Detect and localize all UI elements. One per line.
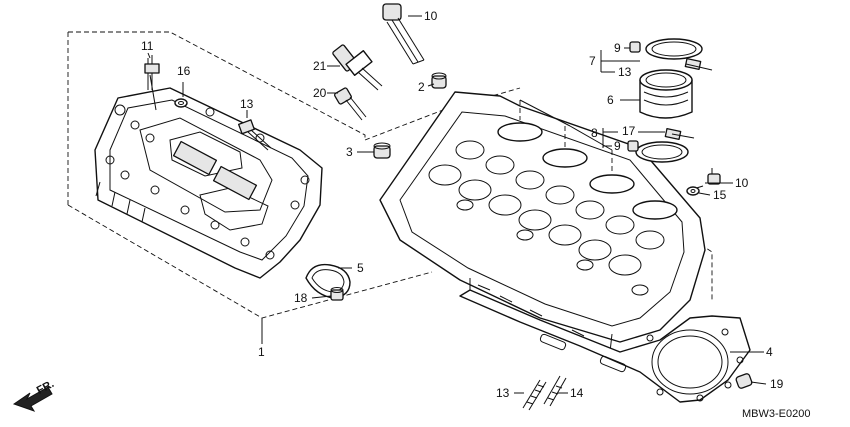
dowel-pin-3 [373,142,391,159]
washer-15 [686,186,700,196]
callout-18: 18 [294,291,308,305]
stud-14-right [543,375,567,407]
gasket-5 [305,263,352,299]
bolt-20 [334,87,367,121]
spark-plug-21 [332,44,383,91]
callout-labels: 10 11 16 21 20 2 13 3 5 18 1 9 7 13 6 8 … [141,9,784,400]
cylinder-head [379,91,706,353]
dowel-pin-2 [431,72,447,89]
cylinder-head-cover [94,87,323,279]
insulator-6 [639,69,693,119]
callout-13-lower: 13 [240,97,254,111]
callout-1: 1 [258,345,265,359]
washer-18 [330,287,344,301]
callout-20: 20 [313,86,327,100]
callout-21: 21 [313,59,327,73]
callout-4: 4 [766,345,773,359]
callout-7: 7 [589,54,596,68]
diagram-code: MBW3-E0200 [742,408,810,420]
callout-19: 19 [770,377,784,391]
callout-6: 6 [607,93,614,107]
leader-lines [147,15,767,394]
callout-16: 16 [177,64,191,78]
stud-14-left [522,379,547,411]
callout-3: 3 [346,145,353,159]
stud-12 [382,3,425,65]
callout-14-right: 14 [570,386,584,400]
callout-14-left: 13 [496,386,510,400]
callout-2: 2 [418,80,425,94]
callout-9-upper: 9 [614,41,621,55]
callout-5: 5 [357,261,364,275]
front-direction-arrow: FR. [12,378,56,412]
band-clamp-upper [645,38,713,71]
callout-9-lower: 9 [614,139,621,153]
callout-13-upper: 11 [141,39,154,53]
callout-17: 17 [622,124,636,138]
callout-8: 8 [591,126,598,140]
band-clamp-lower [635,127,695,163]
screw-9-upper [629,41,641,53]
washer-16 [174,82,188,108]
head-gasket-4 [459,289,751,403]
callout-11: 13 [618,65,632,79]
bolt-13-upper [144,55,160,111]
front-arrow-label: FR. [35,378,56,397]
callout-15: 15 [713,188,727,202]
callout-10: 10 [735,176,749,190]
screw-9-lower [627,140,639,152]
dowel-pin-19 [735,373,753,389]
callout-12: 10 [424,9,438,23]
